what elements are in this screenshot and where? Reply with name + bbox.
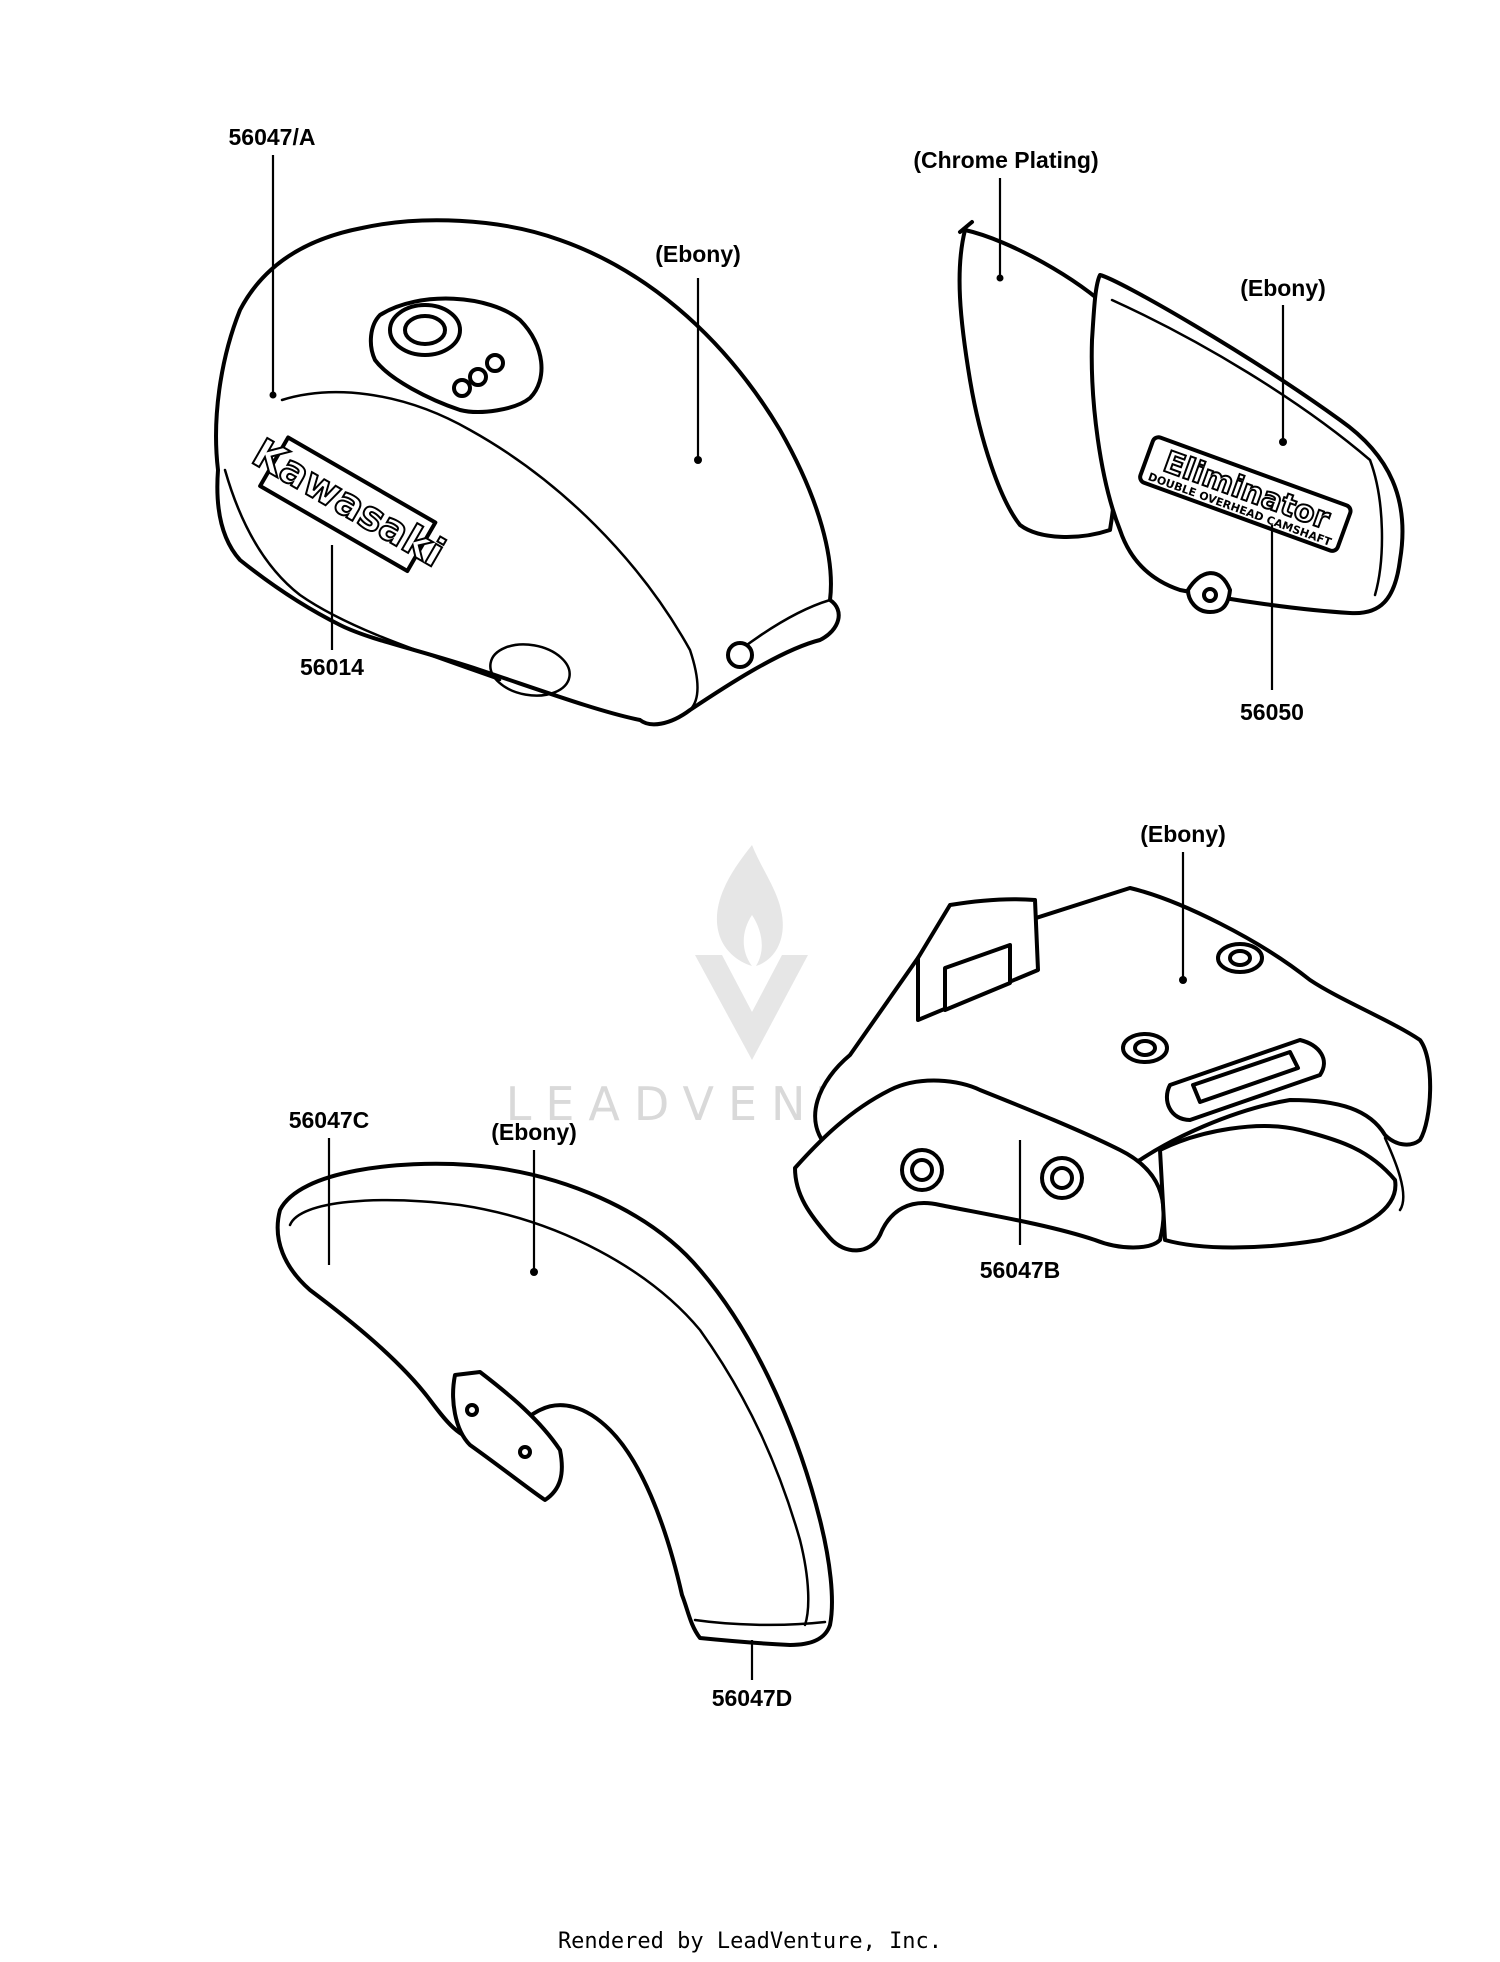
label-rear-fender-trim: 56047B bbox=[980, 1257, 1061, 1283]
fuel-tank: Kawasaki bbox=[214, 218, 841, 727]
label-tank-trim: 56047/A bbox=[229, 124, 316, 150]
label-front-fender-trim-c: 56047C bbox=[289, 1107, 370, 1133]
label-front-fender-color: (Ebony) bbox=[491, 1119, 577, 1145]
side-cover: Eliminator DOUBLE OVERHEAD CAMSHAFT bbox=[957, 220, 1405, 616]
label-side-cover-color: (Ebony) bbox=[1240, 275, 1326, 301]
label-rear-fender-color: (Ebony) bbox=[1140, 821, 1226, 847]
footer-credit: Rendered by LeadVenture, Inc. bbox=[558, 1929, 942, 1954]
front-fender bbox=[275, 1161, 834, 1647]
watermark-flame-icon bbox=[716, 845, 783, 966]
label-tank-color: (Ebony) bbox=[655, 241, 741, 267]
label-side-cover-emblem: 56050 bbox=[1240, 699, 1304, 725]
label-front-fender-trim-d: 56047D bbox=[712, 1685, 793, 1711]
label-side-cover-plating: (Chrome Plating) bbox=[913, 147, 1098, 173]
label-tank-emblem: 56014 bbox=[300, 654, 364, 680]
rear-fender bbox=[793, 886, 1433, 1253]
watermark-v-icon bbox=[695, 955, 808, 1060]
